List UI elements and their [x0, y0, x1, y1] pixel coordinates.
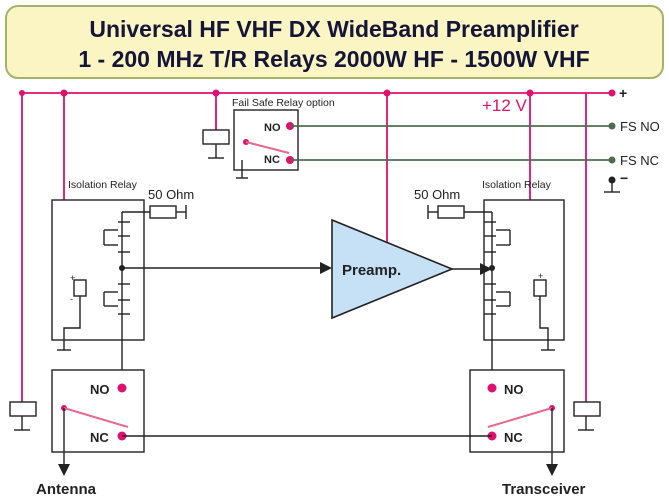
title-banner: Universal HF VHF DX WideBand Preamplifie… — [5, 5, 664, 79]
plus-terminal-label: + — [619, 85, 627, 101]
fail-safe-wires — [290, 122, 616, 164]
left-bypass-nc-label: NC — [90, 430, 109, 445]
fail-safe-no-label: NO — [264, 122, 281, 134]
ground-terminal: − — [604, 170, 628, 193]
left-bypass-relay: NO NC — [9, 369, 145, 476]
right-bypass-no-label: NO — [504, 382, 524, 397]
fs-nc-terminal-label: FS NC — [620, 153, 659, 168]
supply-rail — [19, 89, 616, 405]
left-isolation-relay: Isolation Relay + - 50 Ohm — [51, 179, 194, 384]
title-line-2: 1 - 200 MHz T/R Relays 2000W HF - 1500W … — [78, 46, 589, 72]
fail-safe-nc-label: NC — [264, 154, 280, 166]
left-load-label: 50 Ohm — [148, 187, 194, 202]
right-load-label: 50 Ohm — [414, 187, 460, 202]
minus-terminal-label: − — [620, 170, 628, 186]
left-coil-plus: + — [70, 273, 75, 283]
fail-safe-relay: Fail Safe Relay option NO NC — [202, 97, 335, 179]
left-bypass-no-label: NO — [90, 382, 110, 397]
right-isolation-relay-label: Isolation Relay — [482, 179, 552, 191]
supply-voltage-label: +12 V — [482, 96, 528, 115]
fs-no-terminal-label: FS NO — [620, 119, 660, 134]
right-isolation-relay: Isolation Relay + - 50 Ohm — [414, 179, 565, 384]
transceiver-label: Transceiver — [502, 481, 586, 498]
antenna-label: Antenna — [36, 481, 97, 498]
fail-safe-label: Fail Safe Relay option — [232, 97, 335, 109]
right-bypass-relay: NO NC — [469, 369, 601, 476]
preamp: Preamp. — [122, 218, 492, 320]
right-coil-plus: + — [538, 271, 543, 281]
left-coil-minus: - — [70, 294, 73, 304]
right-bypass-nc-label: NC — [504, 430, 523, 445]
title-line-1: Universal HF VHF DX WideBand Preamplifie… — [89, 16, 578, 42]
left-isolation-relay-label: Isolation Relay — [68, 179, 138, 191]
preamp-label: Preamp. — [342, 262, 401, 279]
